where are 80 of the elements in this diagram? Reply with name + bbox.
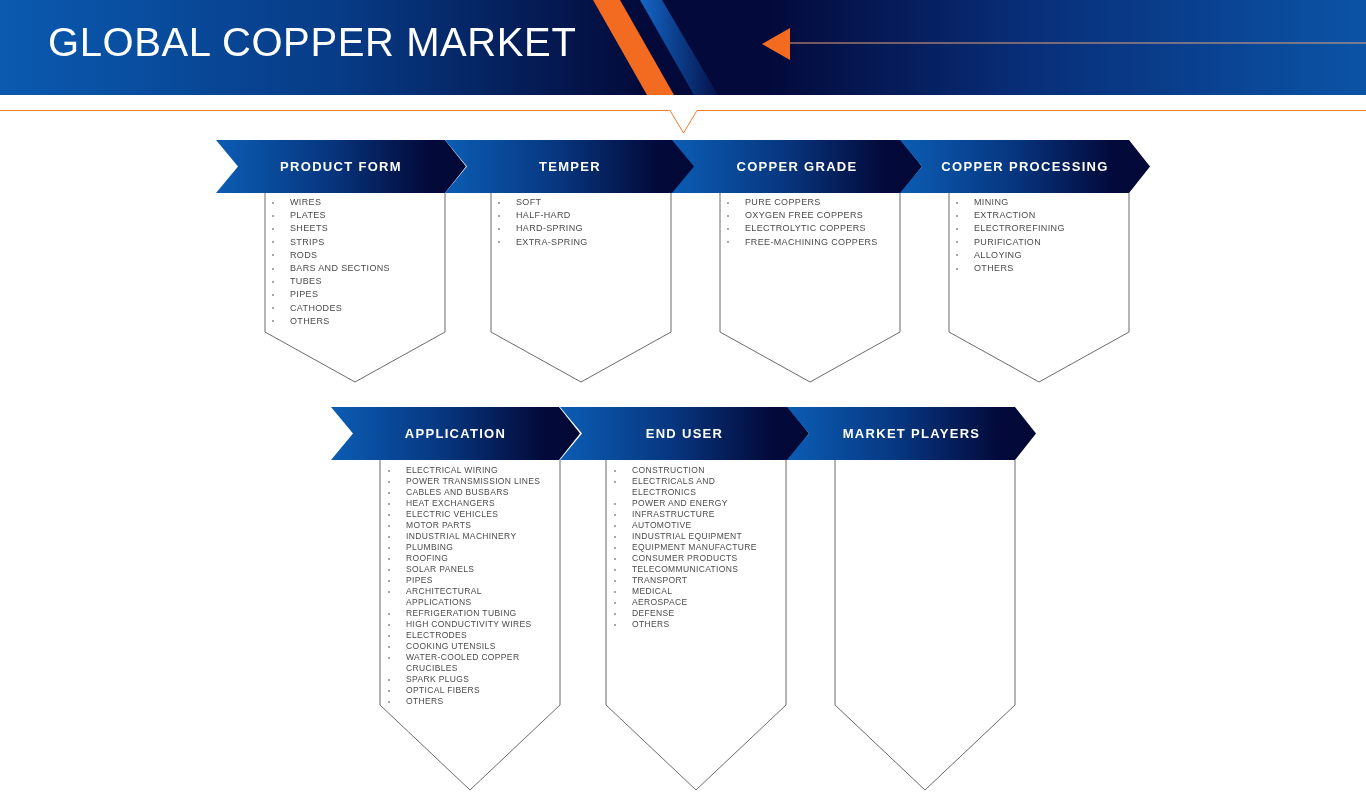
bullet-item: PURIFICATION xyxy=(956,235,1042,249)
bullet-item: WATER-COOLED COPPER CRUCIBLES xyxy=(388,652,546,674)
bullet-item: MINING xyxy=(956,196,1009,210)
chevron-banner xyxy=(900,140,1150,193)
section-heading: TEMPER xyxy=(539,158,601,175)
bullet-item: TUBES xyxy=(272,275,322,289)
bullet-item: ELECTRICAL WIRING xyxy=(388,465,499,476)
bullet-item: TELECOMMUNICATIONS xyxy=(614,564,739,575)
bullet-item: CONSTRUCTION xyxy=(614,465,705,476)
bullet-item: ELECTRICALS AND ELECTRONICS xyxy=(614,476,772,498)
bullet-item: MEDICAL xyxy=(614,586,673,597)
chevron-banner xyxy=(560,407,809,460)
pentagon-panel xyxy=(606,460,786,790)
bullet-item: CATHODES xyxy=(272,301,343,315)
bullet-item: REFRIGERATION TUBING xyxy=(388,608,517,619)
bullet-item: DEFENSE xyxy=(614,608,675,619)
pentagon-panel xyxy=(265,193,445,382)
bullet-item: SPARK PLUGS xyxy=(388,674,470,685)
bullet-item: PLUMBING xyxy=(388,542,454,553)
bullet-item: ELECTRODES xyxy=(388,630,468,641)
bullet-item: OPTICAL FIBERS xyxy=(388,685,481,696)
bullet-item: INDUSTRIAL MACHINERY xyxy=(388,531,517,542)
bullet-item: RODS xyxy=(272,248,318,262)
pentagon-panel xyxy=(835,460,1015,790)
chevron-banner xyxy=(331,407,580,460)
bullet-item: ARCHITECTURAL APPLICATIONS xyxy=(388,586,546,608)
section-heading: END USER xyxy=(645,425,724,442)
bullet-item: HARD-SPRING xyxy=(498,222,583,236)
bullet-item: SOLAR PANELS xyxy=(388,564,475,575)
pentagon-panel xyxy=(949,193,1129,382)
section-heading: COPPER GRADE xyxy=(736,158,858,175)
chevron-banner xyxy=(216,140,466,193)
bullet-item: PURE COPPERS xyxy=(727,196,821,210)
bullet-item: FREE-MACHINING COPPERS xyxy=(727,235,878,249)
bullet-item: STRIPS xyxy=(272,235,325,249)
bullet-item: CABLES AND BUSBARS xyxy=(388,487,509,498)
pentagon-panel xyxy=(491,193,671,382)
bullet-item: ELECTRIC VEHICLES xyxy=(388,509,499,520)
bullet-item: OXYGEN FREE COPPERS xyxy=(727,209,864,223)
bullet-item: WIRES xyxy=(272,196,322,210)
bullet-item: PIPES xyxy=(388,575,433,586)
chevron-banner xyxy=(445,140,695,193)
section-heading: MARKET PLAYERS xyxy=(842,425,981,442)
bullet-item: OTHERS xyxy=(388,696,444,707)
bullet-item: ELECTROLYTIC COPPERS xyxy=(727,222,866,236)
bullet-item: AEROSPACE xyxy=(614,597,688,608)
bullet-item: INFRASTRUCTURE xyxy=(614,509,715,520)
chevron-banner xyxy=(672,140,922,193)
bullet-item: SOFT xyxy=(498,196,542,210)
bullet-item: SHEETS xyxy=(272,222,329,236)
bullet-item: EQUIPMENT MANUFACTURE xyxy=(614,542,757,553)
bullet-item: PIPES xyxy=(272,288,319,302)
bullet-item: EXTRACTION xyxy=(956,209,1036,223)
bullet-item: TRANSPORT xyxy=(614,575,688,586)
bullet-item: EXTRA-SPRING xyxy=(498,235,588,249)
bullet-item: OTHERS xyxy=(614,619,670,630)
bullet-item: PLATES xyxy=(272,209,326,223)
pentagon-panel xyxy=(720,193,900,382)
bullet-item: ROOFING xyxy=(388,553,449,564)
bullet-item: INDUSTRIAL EQUIPMENT xyxy=(614,531,743,542)
bullet-item: CONSUMER PRODUCTS xyxy=(614,553,738,564)
bullet-item: BARS AND SECTIONS xyxy=(272,262,390,276)
bullet-item: HIGH CONDUCTIVITY WIRES xyxy=(388,619,532,630)
pentagon-panel xyxy=(380,460,560,790)
bullet-item: OTHERS xyxy=(272,314,330,329)
bullet-item: ELECTROREFINING xyxy=(956,222,1065,236)
section-heading: APPLICATION xyxy=(404,425,507,442)
bullet-item: ALLOYING xyxy=(956,248,1022,262)
bullet-item: COOKING UTENSILS xyxy=(388,641,496,652)
bullet-item: OTHERS xyxy=(956,262,1014,276)
bullet-item: HALF-HARD xyxy=(498,209,571,223)
page-title: GLOBAL COPPER MARKET xyxy=(48,19,577,66)
bullet-item: AUTOMOTIVE xyxy=(614,520,692,531)
bullet-item: POWER AND ENERGY xyxy=(614,498,728,509)
bullet-item: HEAT EXCHANGERS xyxy=(388,498,495,509)
section-heading: COPPER PROCESSING xyxy=(941,158,1109,175)
bullet-item: POWER TRANSMISSION LINES xyxy=(388,476,541,487)
chevron-banner xyxy=(787,407,1036,460)
section-heading: PRODUCT FORM xyxy=(280,158,402,175)
bullet-item: MOTOR PARTS xyxy=(388,520,472,531)
